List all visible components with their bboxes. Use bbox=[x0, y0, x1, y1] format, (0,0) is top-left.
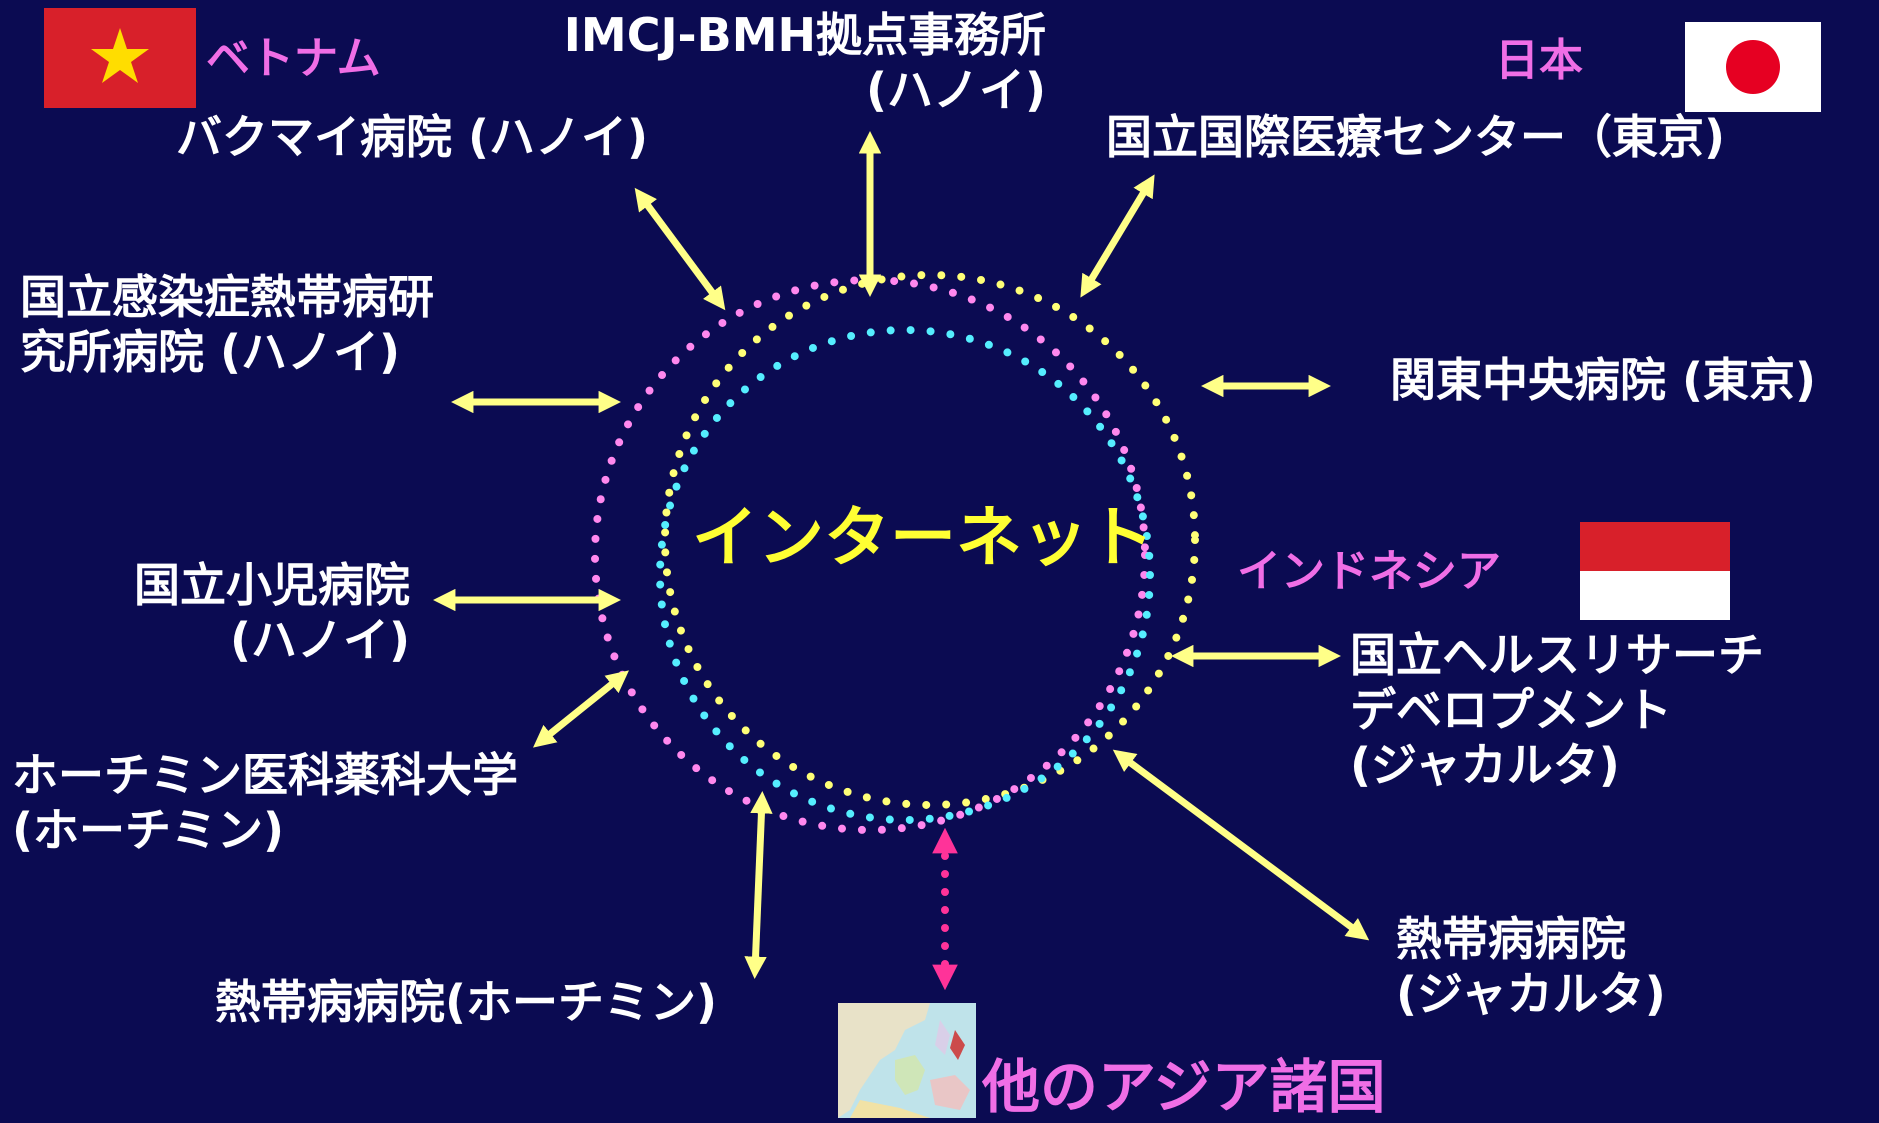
internet-label: インターネット bbox=[692, 499, 1154, 576]
country-label-japan: 日本 bbox=[1495, 35, 1583, 86]
country-label-other-asia: 他のアジア諸国 bbox=[982, 1053, 1386, 1121]
internet-ring-cyan bbox=[656, 326, 1154, 824]
node-nhp: 国立小児病院 (ハノイ) bbox=[134, 558, 410, 668]
vietnam-flag-icon bbox=[44, 8, 196, 108]
node-jakarta-htd: 熱帯病病院 (ジャカルタ) bbox=[1396, 912, 1666, 1022]
node-nihtd: 国立感染症熱帯病研 究所病院 (ハノイ) bbox=[20, 270, 434, 380]
arrow-hcmc-univ bbox=[533, 670, 629, 748]
node-bmh-office: IMCJ-BMH拠点事務所 (ハノイ) bbox=[563, 8, 1046, 118]
node-hcmc-univ: ホーチミン医科薬科大学 (ホーチミン) bbox=[12, 748, 518, 858]
arrow-imcj bbox=[1080, 174, 1155, 298]
country-label-indonesia: インドネシア bbox=[1237, 546, 1501, 597]
node-imcj: 国立国際医療センター（東京) bbox=[1106, 110, 1726, 164]
arrow-jakarta-htd bbox=[1112, 749, 1370, 941]
internet-ring-yellow bbox=[661, 271, 1199, 809]
node-hcmc-htd: 熱帯病病院(ホーチミン) bbox=[215, 975, 718, 1029]
southeast-asia-map-icon bbox=[838, 1003, 976, 1118]
japan-flag-icon bbox=[1685, 22, 1821, 112]
node-nihrd: 国立ヘルスリサーチ デベロプメント (ジャカルタ) bbox=[1350, 628, 1764, 793]
internet-ring-pink bbox=[591, 276, 1149, 834]
indonesia-flag-icon bbox=[1580, 522, 1730, 620]
node-kanto: 関東中央病院 (東京) bbox=[1390, 353, 1817, 407]
node-bach-mai: バクマイ病院 (ハノイ) bbox=[176, 110, 649, 164]
arrow-hcmc-htd bbox=[744, 791, 773, 979]
arrow-bach-mai bbox=[634, 187, 726, 311]
country-label-vietnam: ベトナム bbox=[206, 33, 381, 84]
